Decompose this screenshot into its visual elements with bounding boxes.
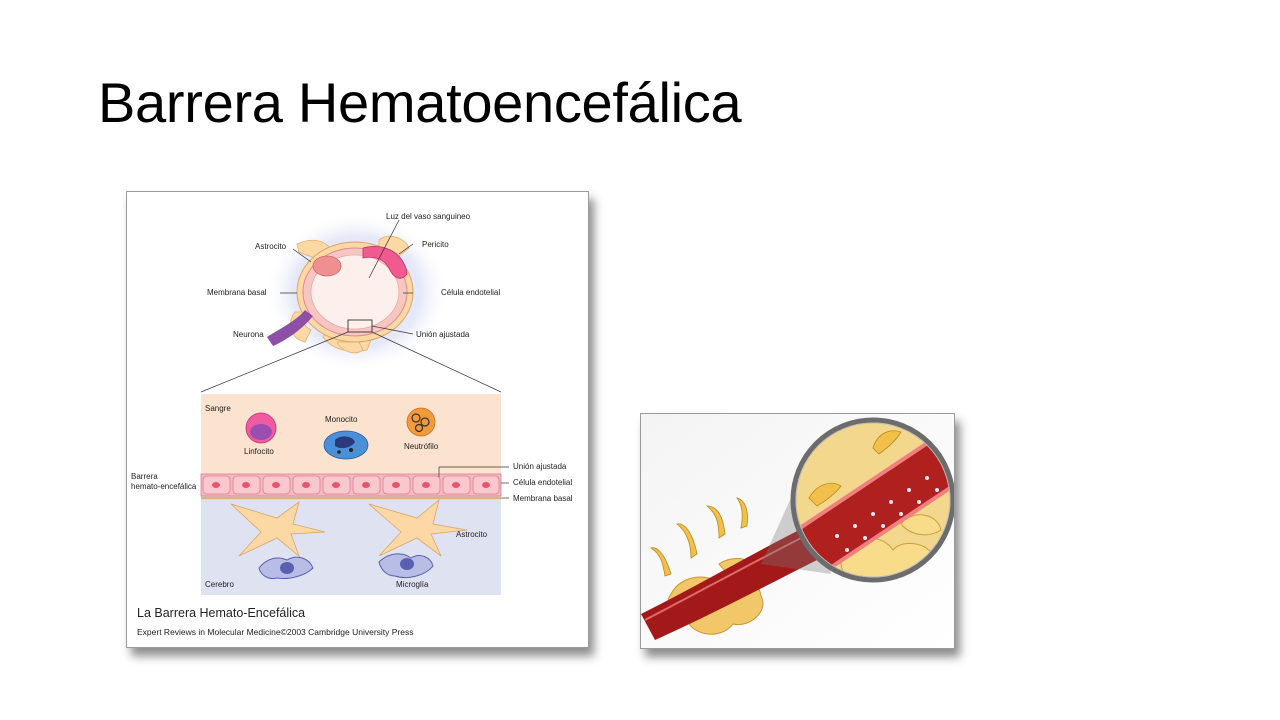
bbb-diagram: Luz del vaso sanguineo Astrocito Pericit… (131, 212, 573, 637)
label-blood: Sangre (205, 404, 231, 413)
bbb-diagram-figure: Luz del vaso sanguineo Astrocito Pericit… (126, 191, 589, 648)
label-astrocyte-top: Astrocito (255, 242, 287, 251)
lymphocyte-cell (245, 412, 277, 444)
label-tight-junction-top: Unión ajustada (416, 330, 470, 339)
label-neuron: Neurona (233, 330, 264, 339)
label-lumen: Luz del vaso sanguineo (386, 212, 471, 221)
label-lymphocyte: Linfocito (244, 447, 274, 456)
caption-source: Expert Reviews in Molecular Medicine©200… (137, 627, 413, 637)
microglia-cells (258, 553, 434, 579)
label-tight-junction: Unión ajustada (513, 462, 567, 471)
vessel-illustration (641, 414, 954, 648)
endothelial-nucleus (312, 255, 342, 277)
label-basal-membrane-top: Membrana basal (207, 288, 267, 297)
magnified-view (793, 420, 953, 580)
neuron-shape (267, 310, 313, 346)
label-astrocyte: Astrocito (456, 530, 488, 539)
top-leader-lines (200, 219, 502, 393)
label-microglia: Microglía (396, 580, 429, 589)
neutrophil-cell (406, 407, 436, 437)
pericyte-shape (362, 246, 408, 279)
astrocyte-cells (230, 498, 468, 558)
label-endothelial: Célula endotelial (513, 478, 572, 487)
endothelial-cell-row (200, 473, 502, 497)
label-neutrophil: Neutrófilo (404, 442, 439, 451)
right-leader-lines (438, 466, 509, 499)
slide-title: Barrera Hematoencefálica (98, 71, 742, 134)
vessel-illustration-figure (640, 413, 955, 649)
magnifier-ring (790, 417, 954, 583)
astrocyte-endfeet-illustration (650, 497, 748, 577)
label-pericyte: Pericito (422, 240, 449, 249)
label-brain: Cerebro (205, 580, 234, 589)
vessel-shape (641, 524, 829, 640)
monocyte-cell (323, 430, 369, 460)
caption-title: La Barrera Hemato-Encefálica (137, 606, 305, 620)
label-endothelial-top: Célula endotelial (441, 288, 500, 297)
label-basal-membrane: Membrana basal (513, 494, 573, 503)
label-monocyte: Monocito (325, 415, 358, 424)
label-barrier-line2: hemato-encefálica (131, 482, 197, 491)
label-barrier-line1: Barrera (131, 472, 158, 481)
